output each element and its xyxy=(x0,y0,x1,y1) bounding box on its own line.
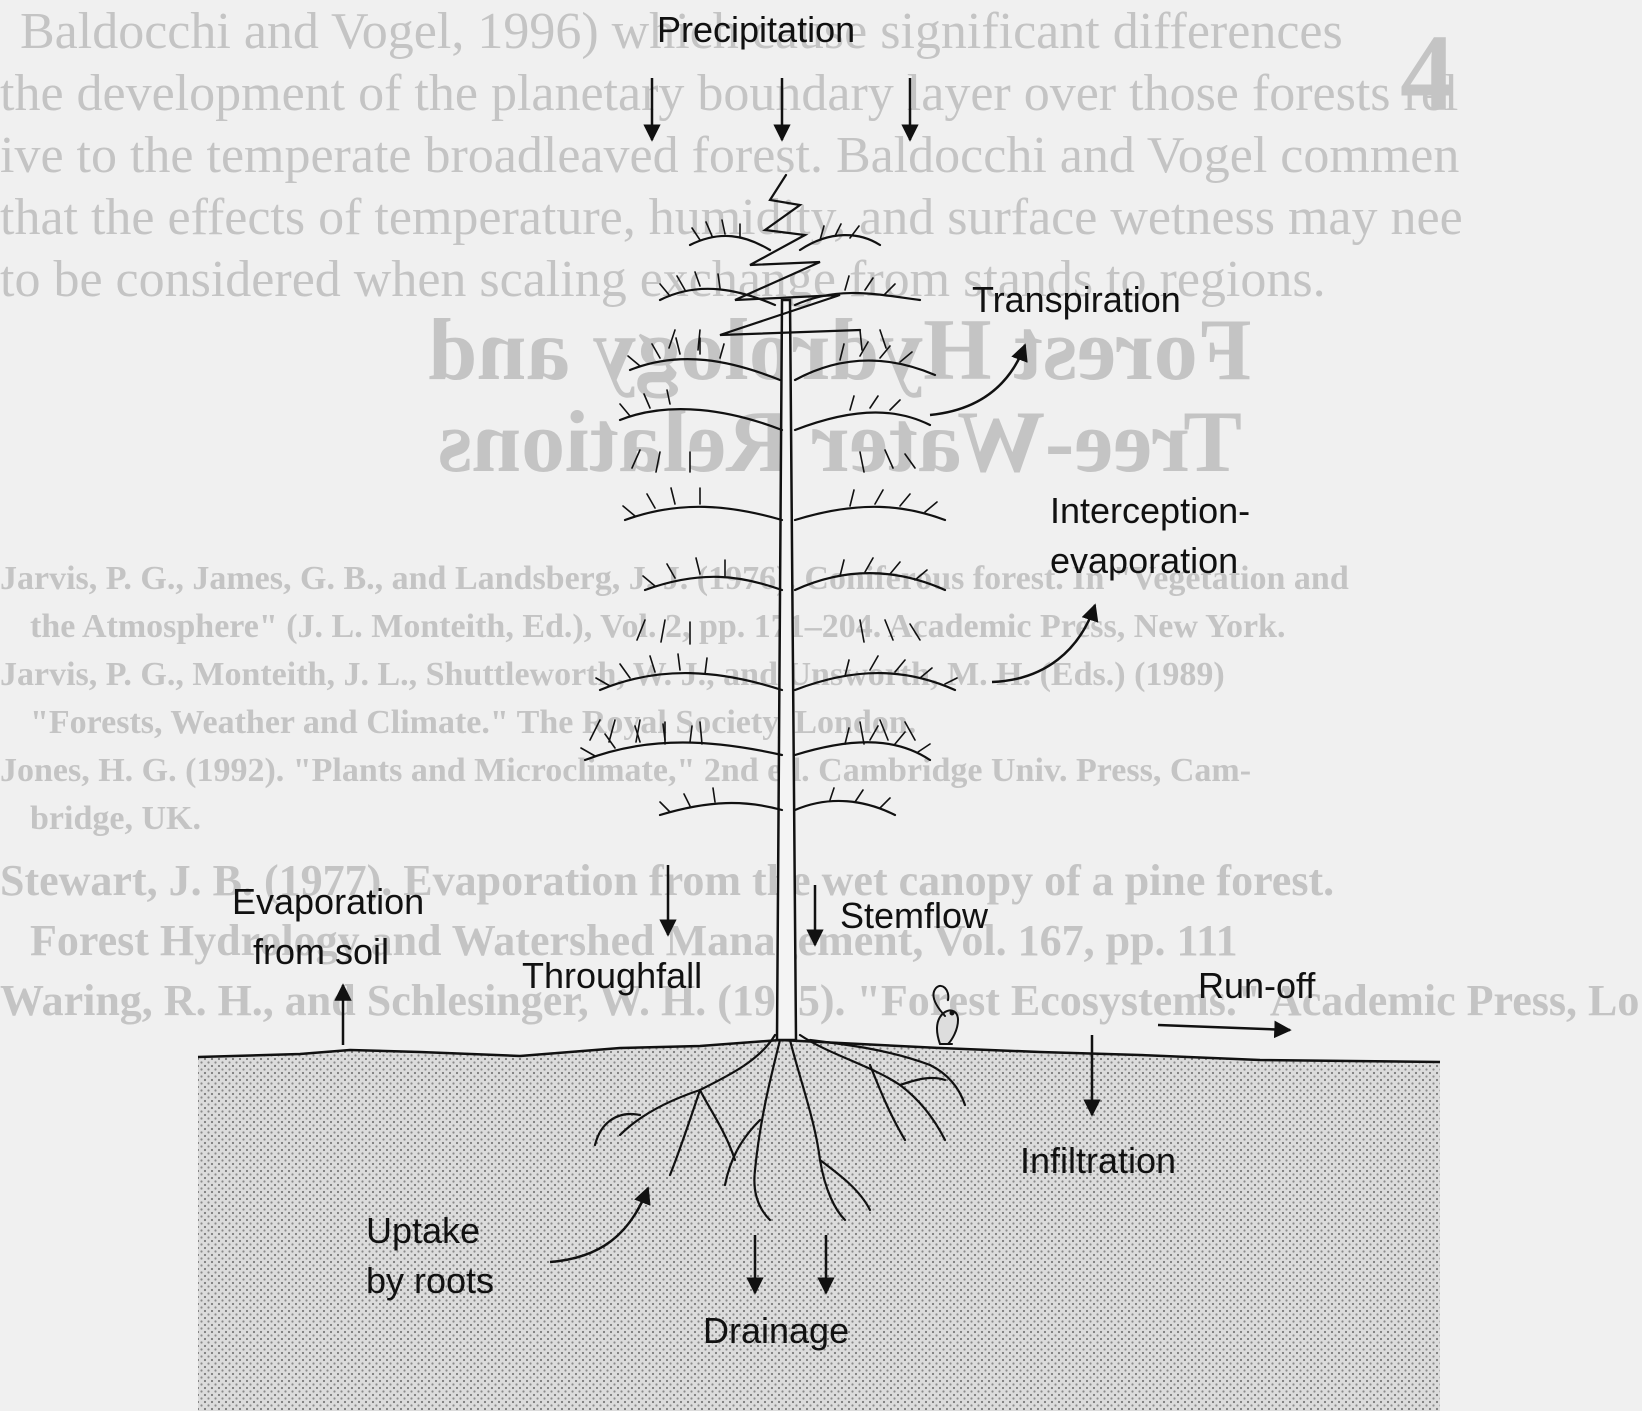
label-uptake-line1: Uptake xyxy=(366,1205,480,1257)
label-transpiration: Transpiration xyxy=(972,274,1181,326)
label-uptake-line2: by roots xyxy=(366,1255,494,1307)
label-runoff: Run-off xyxy=(1198,960,1315,1012)
pine-tree-icon xyxy=(581,175,957,815)
label-infiltration: Infiltration xyxy=(1020,1135,1176,1187)
label-evaporation-line1: Evaporation xyxy=(232,876,424,928)
curved-arrow-icon xyxy=(992,605,1095,682)
label-interception-line1: Interception- xyxy=(1050,485,1250,537)
tree-trunk xyxy=(777,300,796,1040)
label-drainage: Drainage xyxy=(703,1305,849,1357)
label-throughfall: Throughfall xyxy=(522,950,702,1002)
curved-arrow-icon xyxy=(930,345,1025,415)
squirrel-icon xyxy=(933,986,958,1044)
arrow-right-icon xyxy=(1158,1025,1290,1030)
label-evaporation-line2: from soil xyxy=(253,926,389,978)
label-stemflow: Stemflow xyxy=(840,890,988,942)
label-interception-line2: evaporation xyxy=(1050,535,1238,587)
label-precipitation: Precipitation xyxy=(657,4,855,56)
precipitation-arrows xyxy=(652,78,910,140)
